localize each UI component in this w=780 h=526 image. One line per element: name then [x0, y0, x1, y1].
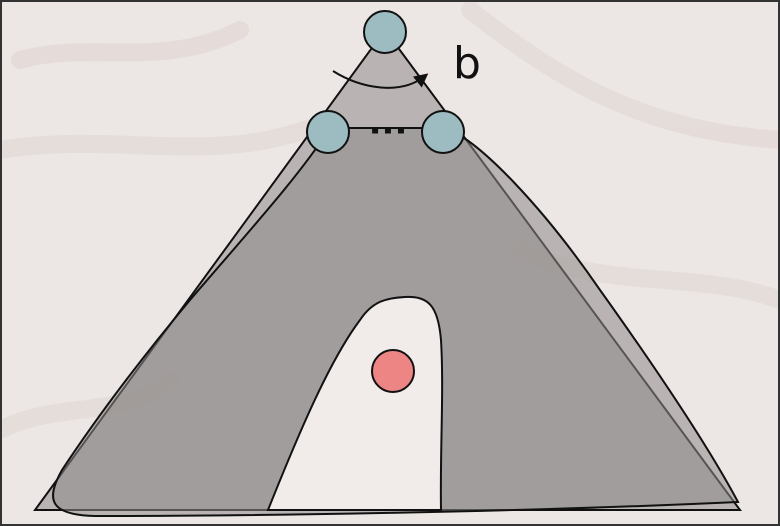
ellipsis-label: ···: [369, 111, 408, 151]
branch-label-b: b: [453, 38, 481, 89]
branching-factor-arrow: [332, 70, 429, 89]
root-node: [363, 10, 407, 54]
right-child-node: [421, 110, 465, 154]
left-child-node: [306, 110, 350, 154]
target-node: [371, 349, 415, 393]
